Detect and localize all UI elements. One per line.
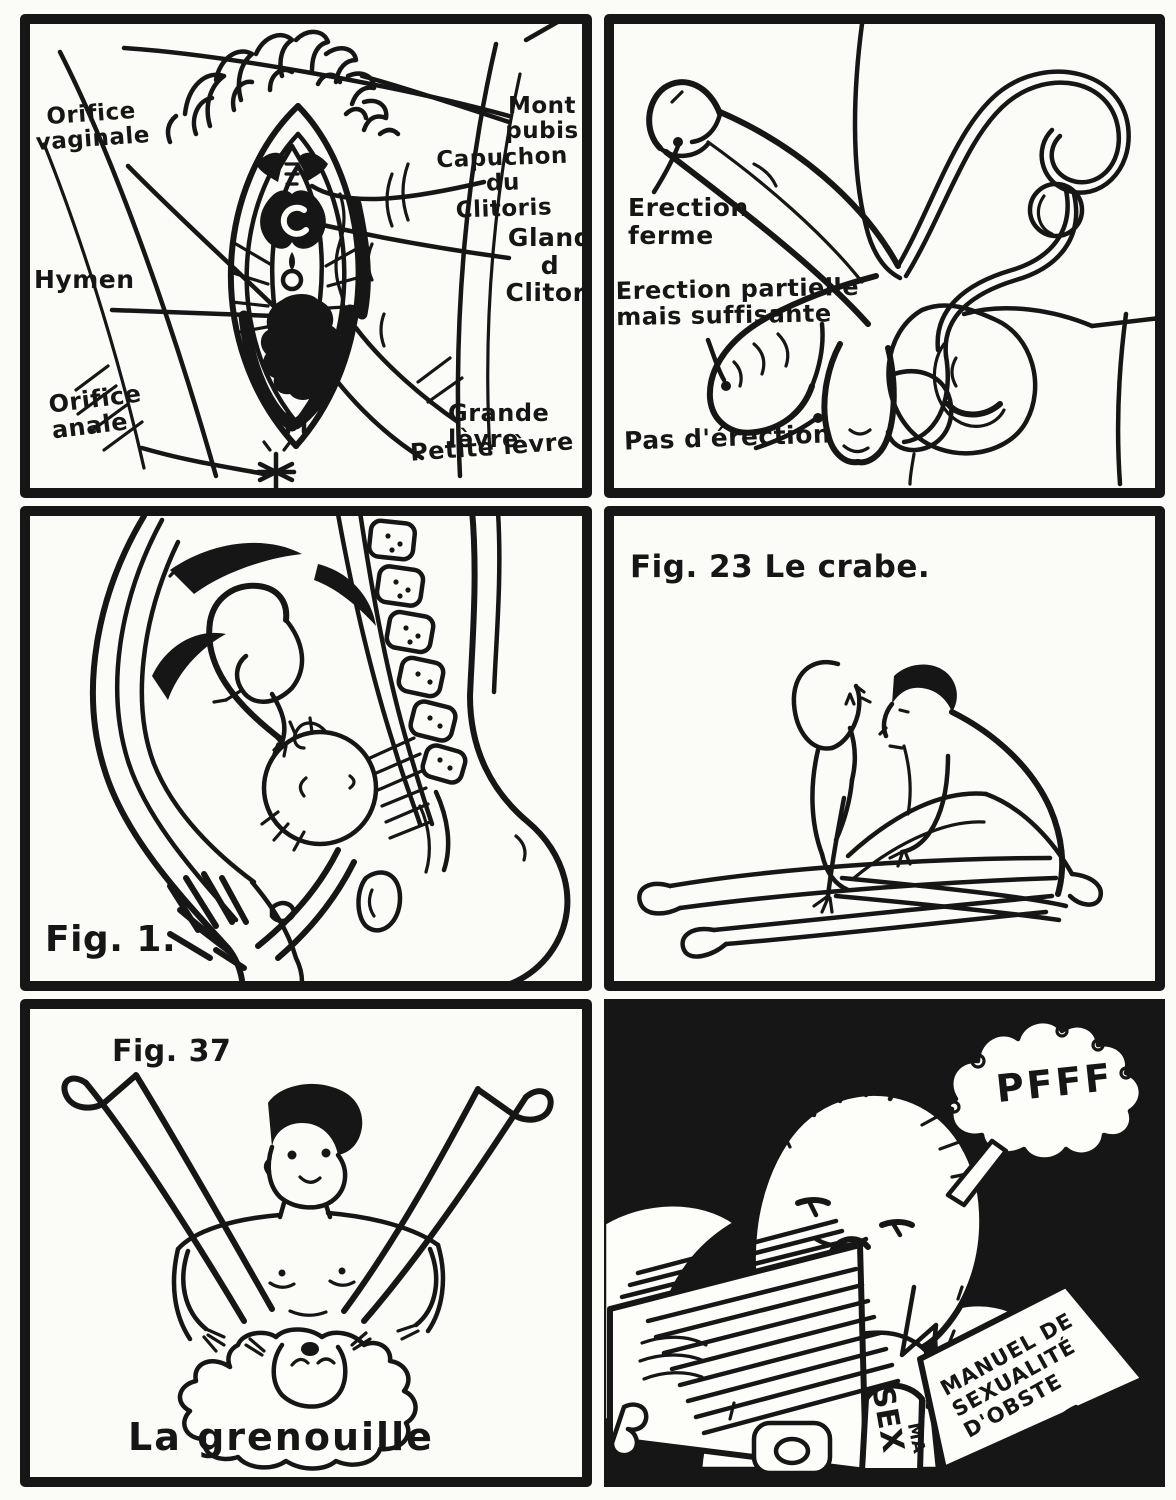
caption-fig-23: Fig. 23 Le crabe. <box>630 549 931 585</box>
cervix-and-canal <box>249 736 432 985</box>
label-gland-clitoris: Gland d Clitori <box>505 223 592 307</box>
scrotum-drawing <box>886 303 1038 456</box>
label-grande-levre: Grande lèvre <box>448 399 550 454</box>
lecteur-illustration <box>604 999 1165 1487</box>
label-erection-partielle: Erection partielle mais suffisante <box>615 272 860 332</box>
labia-outlines <box>227 103 410 449</box>
label-orifice-vaginale: Orifice vaginale <box>34 97 151 157</box>
hymen-opening <box>260 294 341 435</box>
caption-fig-37: Fig. 37 <box>112 1034 232 1069</box>
placenta-shading <box>152 542 376 700</box>
vulva-illustration <box>20 14 592 498</box>
belly-outline <box>90 513 257 983</box>
label-erection-ferme: Erection ferme <box>628 193 749 250</box>
label-hymen: Hymen <box>34 265 135 294</box>
anus-mark <box>255 440 297 493</box>
woman-figure <box>791 659 872 914</box>
torso-lines <box>852 21 916 486</box>
back-outline <box>467 507 571 991</box>
pfff-cloud <box>945 1018 1143 1208</box>
man-figure <box>171 1083 446 1353</box>
partial-erection-drawing <box>705 273 879 436</box>
label-mont-pubis: Mont pubis <box>505 93 579 145</box>
label-orifice-anale: Orifice anale <box>47 379 143 445</box>
thigh-contours <box>42 41 522 479</box>
crabe-illustration <box>604 506 1165 991</box>
panel-erections-diagram: Erection ferme Erection partielle mais s… <box>604 14 1165 498</box>
caption-la-grenouille: La grenouille <box>128 1415 434 1459</box>
panel-vulva-diagram: Orifice vaginale Hymen Orifice anale Mon… <box>20 14 592 498</box>
spine-column <box>335 509 468 874</box>
grenouille-illustration <box>20 999 592 1487</box>
panel-lecteur: PFFF MANUEL DE SEXUALITÉ D'OBSTE SEX MA <box>604 999 1165 1487</box>
panel-border <box>20 999 592 1487</box>
woman-head-and-hair <box>177 1327 418 1471</box>
panel-border <box>604 14 1165 498</box>
clitoris-detail <box>256 143 328 292</box>
panel-border <box>604 506 1165 991</box>
leader-lines <box>109 14 571 477</box>
foetus-figure <box>206 582 379 852</box>
no-erection-leader <box>753 413 823 451</box>
spermatic-loops-drawing <box>895 69 1163 487</box>
label-capuchon-clitoris: Capuchon du Clitoris <box>435 142 569 224</box>
woman-legs <box>61 1072 554 1324</box>
panel-la-grenouille: Fig. 37 La grenouille <box>20 999 592 1487</box>
panel-foetus-diagram: Fig. 1. <box>20 506 592 991</box>
pubic-hair-scribble <box>167 871 249 971</box>
flaccid-penis-drawing <box>821 341 954 466</box>
panel-border <box>20 14 592 498</box>
interlocked-legs <box>637 791 1103 959</box>
open-book <box>607 1218 1147 1476</box>
firm-erection-drawing <box>646 79 901 327</box>
panel-border <box>20 506 592 991</box>
erections-illustration <box>604 14 1165 498</box>
panel-le-crabe: Fig. 23 Le crabe. <box>604 506 1165 991</box>
caption-fig-1: Fig. 1. <box>45 919 177 960</box>
foetus-illustration <box>20 506 592 991</box>
